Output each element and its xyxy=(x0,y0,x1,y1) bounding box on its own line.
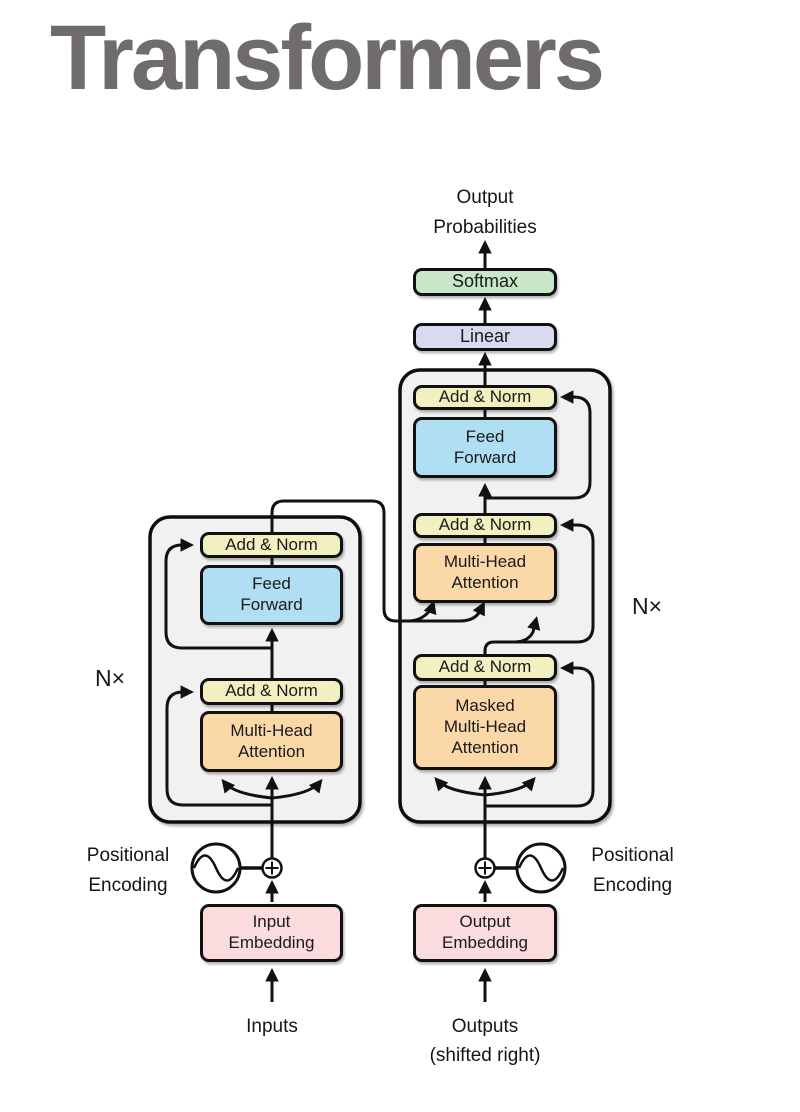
decoder-feed-forward-box: Feed Forward xyxy=(413,417,557,478)
arrow-into-masked-mha-right xyxy=(484,776,536,797)
input-embedding-box: Input Embedding xyxy=(200,904,343,962)
softmax-box: Softmax xyxy=(413,268,557,296)
decoder-add-norm-top-box: Add & Norm xyxy=(413,385,557,410)
residual-masked-mha xyxy=(485,661,595,808)
positional-encoding-label-right: Positional Encoding xyxy=(591,845,674,896)
decoder-multi-head-attention-box: Multi-Head Attention xyxy=(413,543,557,603)
linear-box: Linear xyxy=(413,323,557,351)
output-probabilities-label: Output Probabilities xyxy=(433,187,537,238)
encoder-output-branch-k xyxy=(409,600,437,623)
arrow-into-masked-mha-left xyxy=(434,776,486,797)
sine-wave-icon xyxy=(517,854,565,882)
page-title: Transformers xyxy=(50,7,605,109)
positional-encoding-label-left: Positional Encoding xyxy=(86,845,170,896)
encoder-output-to-decoder-kv xyxy=(270,499,485,623)
encoder-multi-head-attention-box: Multi-Head Attention xyxy=(200,711,343,772)
encoder-add-norm-bottom-box: Add & Norm xyxy=(200,678,343,705)
n-times-label-encoder: N× xyxy=(95,665,126,691)
masked-multi-head-attention-box: Masked Multi-Head Attention xyxy=(413,685,557,770)
output-embedding-box: Output Embedding xyxy=(413,904,557,962)
arrow-into-encoder-mha-left xyxy=(221,778,273,800)
add-icon-right xyxy=(474,857,496,879)
positional-encoding-icon-left xyxy=(190,842,262,894)
connector-arrows xyxy=(164,239,595,1002)
decoder-add-norm-bottom-box: Add & Norm xyxy=(413,654,557,681)
encoder-feed-forward-box: Feed Forward xyxy=(200,565,343,625)
residual-encoder-ff xyxy=(164,538,272,650)
inputs-label: Inputs xyxy=(246,1016,298,1037)
encoder-add-norm-top-box: Add & Norm xyxy=(200,532,343,558)
residual-encoder-mha xyxy=(165,685,272,807)
residual-decoder-ff xyxy=(485,390,592,500)
arrow-into-encoder-mha-right xyxy=(271,778,323,800)
outputs-label: Outputs (shifted right) xyxy=(429,1016,541,1066)
n-times-label-decoder: N× xyxy=(632,593,663,619)
decoder-add-norm-middle-box: Add & Norm xyxy=(413,513,557,538)
sine-wave-icon xyxy=(192,854,240,882)
residual-decoder-mha xyxy=(500,518,595,644)
add-icon-left xyxy=(261,857,283,879)
positional-encoding-icon-right xyxy=(494,842,567,894)
encoder-block-outline xyxy=(148,515,362,824)
